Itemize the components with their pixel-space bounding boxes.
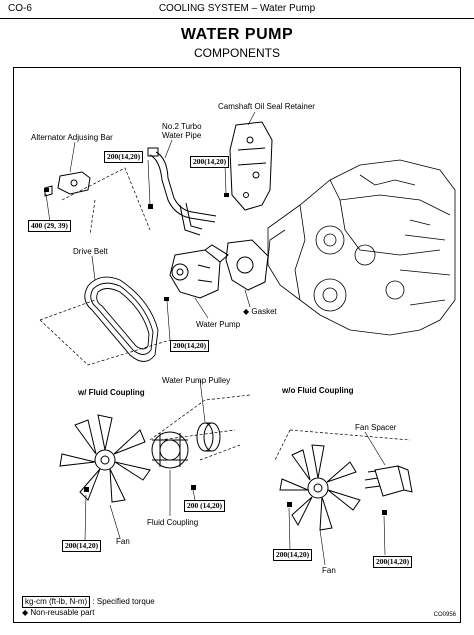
label-leader-lines — [45, 111, 386, 566]
pump-pulley-drawing — [196, 422, 221, 452]
label-turbo-pipe-line2: Water Pipe — [162, 131, 202, 140]
torque-spec-box: 200 (14,20) — [184, 500, 225, 512]
label-gasket-row: ◆ Gasket — [243, 307, 277, 316]
fan-spacer-drawing — [364, 465, 413, 497]
legend-torque-row: kg-cm (ft-lb, N-m) : Specified torque — [22, 596, 155, 608]
drive-belt-drawing — [84, 276, 159, 362]
label-drive-belt: Drive Belt — [73, 247, 108, 256]
label-fluid-coupling: Fluid Coupling — [147, 518, 199, 527]
label-water-pump: Water Pump — [196, 320, 241, 329]
label-with-fluid-coupling: w/ Fluid Coupling — [78, 388, 145, 397]
torque-spec-box: 200(14,20) — [170, 340, 210, 352]
page-title: WATER PUMP — [180, 26, 294, 43]
gasket-drawing — [225, 239, 269, 291]
diagram-frame — [13, 67, 461, 623]
label-fan-spacer: Fan Spacer — [355, 423, 397, 432]
label-fan-left: Fan — [116, 537, 130, 546]
label-pump-pulley: Water Pump Pulley — [162, 376, 231, 385]
section-title: COOLING SYSTEM – Water Pump — [158, 3, 316, 14]
legend: kg-cm (ft-lb, N-m) : Specified torque ◆ … — [22, 596, 155, 618]
figure-code: CO0956 — [433, 612, 456, 618]
torque-spec-box: 200(14,20) — [273, 549, 313, 561]
legend-mark: ◆ — [22, 608, 29, 617]
turbo-water-pipe-drawing — [147, 147, 217, 236]
label-turbo-pipe-line1: No.2 Turbo — [162, 122, 202, 131]
label-gasket: Gasket — [251, 307, 277, 316]
nonreusable-mark: ◆ — [243, 307, 250, 316]
label-fan-right: Fan — [322, 566, 336, 575]
engine-block-drawing — [267, 159, 456, 336]
torque-spec-box: 200(14,20) — [190, 156, 230, 168]
torque-spec-box: 200(14,20) — [373, 556, 413, 568]
page-number: CO-6 — [8, 3, 32, 14]
left-fan-drawing — [59, 414, 151, 503]
label-camshaft-retainer: Camshaft Oil Seal Retainer — [218, 102, 315, 111]
torque-spec-box: 200(14,20) — [62, 540, 102, 552]
legend-torque-text: : Specified torque — [92, 597, 155, 606]
legend-nonreusable-row: ◆ Non-reusable part — [22, 608, 155, 618]
label-without-fluid-coupling: w/o Fluid Coupling — [282, 386, 354, 395]
alternator-bar-drawing — [44, 171, 91, 197]
camshaft-retainer-drawing — [229, 121, 273, 211]
fluid-coupling-drawing — [151, 431, 189, 469]
legend-nonreusable-text: Non-reusable part — [30, 608, 95, 617]
right-fan-drawing — [279, 444, 361, 531]
torque-spec-box: 200(14,20) — [104, 151, 144, 163]
water-pump-drawing — [169, 244, 229, 299]
bolt-drawings — [44, 188, 387, 515]
label-alternator-bar: Alternator Adjusing Bar — [31, 133, 113, 142]
page-header: CO-6 COOLING SYSTEM – Water Pump — [0, 0, 474, 19]
page-subtitle: COMPONENTS — [193, 46, 280, 60]
legend-unit-box: kg-cm (ft-lb, N-m) — [22, 596, 91, 608]
torque-spec-box: 400 (29, 39) — [28, 220, 71, 232]
